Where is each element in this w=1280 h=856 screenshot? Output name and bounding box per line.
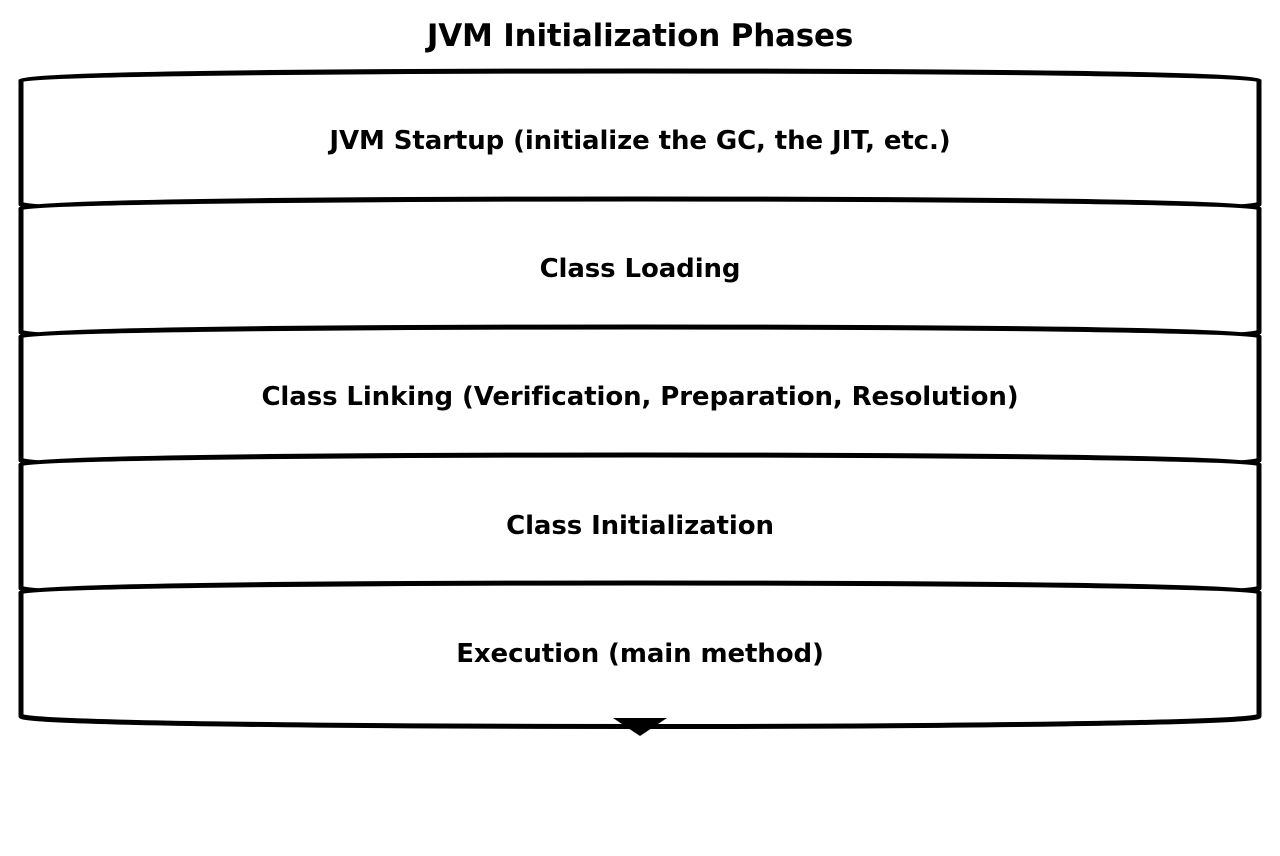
funnel-band-5-shape — [18, 580, 1262, 729]
page-title: JVM Initialization Phases — [426, 18, 854, 54]
flow-arrowhead-icon — [613, 718, 667, 736]
funnel-band-4-label: Class Initialization — [506, 511, 774, 541]
funnel-band-3-label: Class Linking (Verification, Preparation… — [261, 382, 1019, 412]
funnel-band-5-label: Execution (main method) — [456, 639, 824, 669]
funnel-band-2-label: Class Loading — [539, 254, 741, 284]
funnel-band-1-label: JVM Startup (initialize the GC, the JIT,… — [329, 126, 951, 156]
